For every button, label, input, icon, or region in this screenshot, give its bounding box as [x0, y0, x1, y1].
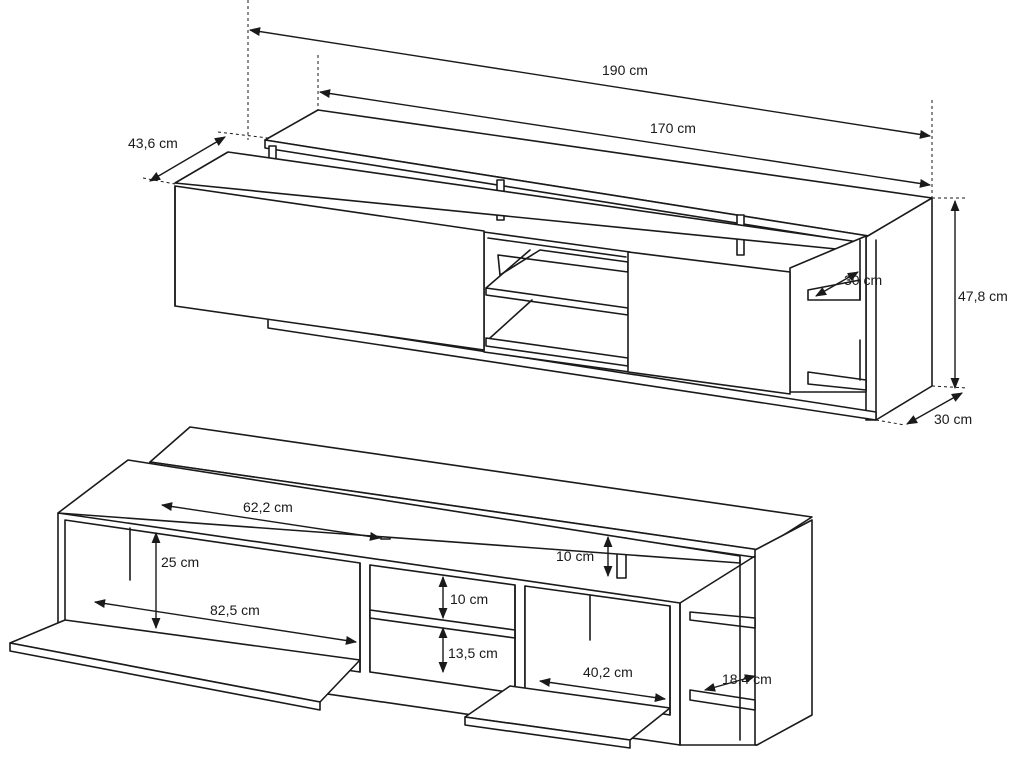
dim-170-label: 170 cm [650, 120, 696, 136]
right-compartment [789, 235, 867, 393]
upper-dimensions: 190 cm 170 cm 43,6 cm 47,8 cm 30 cm 30 c… [128, 0, 1008, 427]
open-right-side [754, 519, 813, 746]
dim-25-label: 25 cm [161, 554, 199, 570]
dim-30-shelf-line [815, 271, 859, 297]
lower-dimensions: 62,2 cm 25 cm 82,5 cm 10 cm 10 cm 13,5 c… [93, 499, 772, 702]
side-shelf [689, 611, 756, 629]
left-flap-door-edge [9, 642, 321, 711]
dim-478-label: 47,8 cm [958, 288, 1008, 304]
side-bottom-shelf [689, 689, 756, 711]
right-door [627, 251, 791, 395]
dim-190-label: 190 cm [602, 62, 648, 78]
cabinet-open-view [9, 426, 813, 749]
dim-30-depth-label: 30 cm [934, 411, 972, 427]
right-flap-door-edge [464, 716, 631, 749]
dim-30-depth-line [906, 392, 963, 425]
dim-10-top-label: 10 cm [556, 548, 594, 564]
dim-170-line [318, 89, 932, 188]
dim-825-label: 82,5 cm [210, 602, 260, 618]
dim-10-mid-label: 10 cm [450, 591, 488, 607]
dim-825-line [93, 599, 358, 645]
dim-184-label: 18,4 cm [722, 671, 772, 687]
dim-184-line [703, 674, 757, 692]
dim-622-line [160, 502, 382, 541]
dim-402-line [538, 678, 667, 702]
dim-622-label: 62,2 cm [243, 499, 293, 515]
dim-30-shelf-label: 30 cm [844, 272, 882, 288]
right-bottom-shelf [807, 371, 867, 391]
left-door [174, 185, 485, 351]
cabinet-closed-view [174, 109, 933, 421]
dim-436-line [149, 136, 226, 182]
dim-135-label: 13,5 cm [448, 645, 498, 661]
dim-402-label: 40,2 cm [583, 664, 633, 680]
dim-436-label: 43,6 cm [128, 135, 178, 151]
